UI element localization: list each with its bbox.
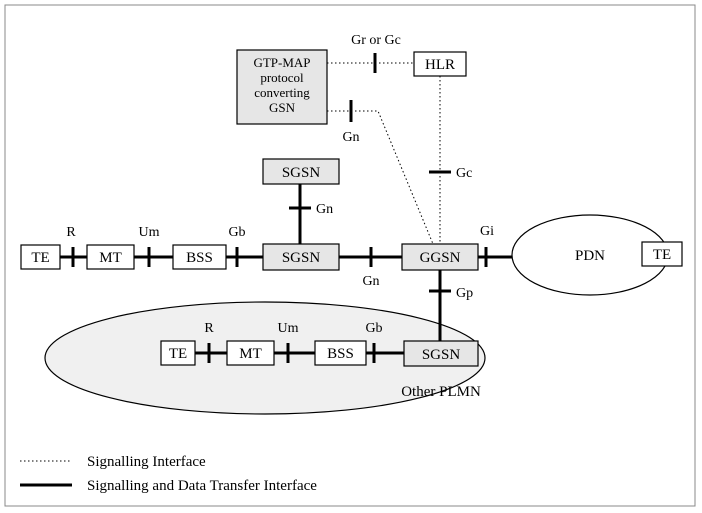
- bss2-box: [314, 340, 367, 366]
- interface-gn-gtp-label: Gn: [342, 130, 359, 145]
- hlr-label: HLR: [425, 57, 455, 73]
- interface-gb2-label: Gb: [365, 321, 382, 336]
- te-box: [20, 244, 61, 270]
- gtp-map-line-2: protocol: [260, 70, 304, 85]
- interface-um2-label: Um: [278, 321, 299, 336]
- other-plmn-label: Other PLMN: [401, 384, 481, 400]
- sgsn-other-label: SGSN: [422, 347, 461, 363]
- interface-gn-sgsn-label: Gn: [316, 202, 333, 217]
- legend-signalling-label: Signalling Interface: [87, 454, 206, 470]
- interface-gc-label: Gc: [456, 166, 472, 181]
- interface-um1-label: Um: [139, 225, 160, 240]
- mt2-box: [226, 340, 275, 366]
- interface-gp-label: Gp: [456, 286, 473, 301]
- sgsn-top-label: SGSN: [282, 165, 321, 181]
- legend-data-transfer-label: Signalling and Data Transfer Interface: [87, 478, 317, 494]
- te2-label: TE: [169, 346, 187, 362]
- gtp-map-line-3: converting: [254, 85, 310, 100]
- mt2-label: MT: [239, 346, 262, 362]
- te-pdn-label: TE: [653, 247, 671, 263]
- sgsn-main-box: [262, 243, 340, 271]
- interface-r2-label: R: [204, 321, 214, 336]
- interface-gr-gc-label: Gr or Gc: [351, 33, 401, 48]
- bss-label: BSS: [186, 250, 213, 266]
- mt-label: MT: [99, 250, 122, 266]
- gtp-map-line-1: GTP-MAP: [253, 55, 310, 70]
- interface-gn-main-label: Gn: [362, 274, 379, 289]
- mt-box: [86, 244, 135, 270]
- interface-r1-label: R: [66, 225, 76, 240]
- sgsn-main-label: SGSN: [282, 250, 321, 266]
- sgsn-top-box: [262, 158, 340, 185]
- gtp-map-line-4: GSN: [269, 100, 296, 115]
- te-label: TE: [31, 250, 49, 266]
- interface-gb1-label: Gb: [228, 225, 245, 240]
- bss-box: [172, 244, 227, 270]
- sgsn-other-box: [403, 340, 479, 367]
- bss2-label: BSS: [327, 346, 354, 362]
- ggsn-label: GGSN: [420, 250, 461, 266]
- hlr-box: [413, 51, 467, 77]
- ggsn-box: [401, 243, 479, 271]
- pdn-label: PDN: [575, 248, 605, 264]
- gtp-map-box: [236, 49, 328, 125]
- link-gtp-ggsn: [327, 110, 434, 245]
- diagram-frame: [4, 4, 696, 507]
- te2-box: [160, 340, 196, 366]
- te-pdn-box: [641, 241, 683, 267]
- interface-gi-label: Gi: [480, 224, 494, 239]
